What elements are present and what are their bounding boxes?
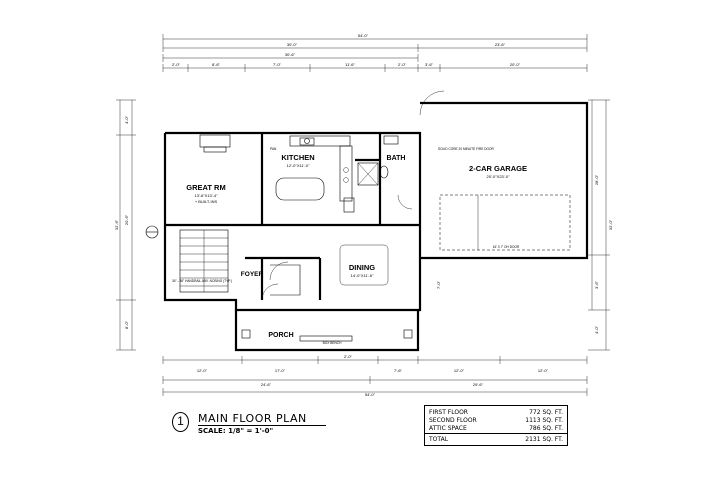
dim-top-garage: 23'-6" <box>495 42 506 47</box>
side-dimension-strings: 4'-0" 20'-6" 8'-0" 32'-6" 28'-0" 32'-0" … <box>114 99 613 351</box>
top-dimension-strings: 54'-0" 30'-0" 23'-6" 30'-6" 2'-0" 8'-6" … <box>162 33 588 72</box>
dim-top-row3-4: 11'-6" <box>345 62 355 67</box>
dim-right-1: 28'-0" <box>594 174 599 185</box>
room-great-rm: GREAT RM <box>186 183 225 192</box>
room-kitchen-dim: 12'-0"X11'-0" <box>287 163 310 168</box>
dim-top-row3-3: 7'-0" <box>273 62 282 67</box>
note-pan: PAN <box>270 147 277 151</box>
dim-top-row3-2: 8'-6" <box>212 62 221 67</box>
fixtures <box>145 90 571 342</box>
area-total-row: TOTAL 2131 SQ. FT. <box>429 436 563 444</box>
area-row-value: 786 SQ. FT. <box>529 425 563 432</box>
area-row-value: 1113 SQ. FT. <box>525 417 563 424</box>
area-row: SECOND FLOOR 1113 SQ. FT. <box>429 417 563 425</box>
room-garage-dim: 20'-0"X23'-0" <box>486 174 510 179</box>
dim-top-row3-5: 2'-0" <box>398 62 407 67</box>
dim-right-3: 4'-0" <box>594 325 599 334</box>
room-great-rm-note: + BUILT-INS <box>195 199 218 204</box>
dim-top-row3-1: 2'-0" <box>172 62 181 67</box>
area-row: ATTIC SPACE 786 SQ. FT. <box>429 425 563 433</box>
dim-bottom-row2-2: 29'-6" <box>473 382 484 387</box>
dim-right-5: 7'-0" <box>436 280 441 289</box>
dim-bottom-3: 2'-0" <box>344 354 353 359</box>
area-total-value: 2131 SQ. FT. <box>525 436 563 443</box>
stairs <box>179 229 229 293</box>
dim-bottom-2: 17'-0" <box>275 368 286 373</box>
area-summary-table: FIRST FLOOR 772 SQ. FT. SECOND FLOOR 111… <box>424 405 568 446</box>
dim-right-2: 32'-0" <box>608 219 613 230</box>
bottom-dimension-strings: 12'-0" 17'-0" 2'-0" 7'-6" 12'-0" 12'-0" … <box>162 354 588 397</box>
room-foyer: FOYER <box>241 271 264 278</box>
plan-title: MAIN FLOOR PLAN <box>198 412 307 425</box>
detail-number-bubble: 1 <box>172 412 189 432</box>
area-total-divider <box>425 433 567 434</box>
dim-left-2: 20'-6" <box>124 214 129 225</box>
dim-bottom-5: 12'-0" <box>454 368 465 373</box>
room-labels: GREAT RM 13'-6"X13'-4" + BUILT-INS KITCH… <box>186 153 527 339</box>
dim-bottom-6: 12'-0" <box>538 368 549 373</box>
area-total-label: TOTAL <box>429 436 449 443</box>
dim-bottom-row2-1: 24'-6" <box>261 382 272 387</box>
area-row-label: ATTIC SPACE <box>429 425 467 432</box>
room-great-rm-dim: 13'-6"X13'-4" <box>194 193 218 198</box>
plan-notes: 16' X 7' OH DOOR SOLID CORE 20 MINUTE FI… <box>172 147 520 345</box>
exterior-walls <box>163 101 589 352</box>
dim-bottom-4: 7'-6" <box>394 368 403 373</box>
area-row-label: FIRST FLOOR <box>429 409 468 416</box>
plan-title-underline <box>198 425 326 426</box>
plan-scale: SCALE: 1/8" = 1'-0" <box>198 427 274 435</box>
drawing-title-block: 1 MAIN FLOOR PLAN SCALE: 1/8" = 1'-0" <box>172 410 342 440</box>
dim-top-house: 30'-0" <box>287 42 298 47</box>
room-dining-dim: 14'-0"X11'-6" <box>351 273 374 278</box>
room-dining: DINING <box>349 263 375 272</box>
note-box-bench: BOX BENCH <box>323 341 342 345</box>
note-fire-door: SOLID CORE 20 MINUTE FIRE DOOR <box>438 147 494 151</box>
note-garage-door: 16' X 7' OH DOOR <box>493 245 520 249</box>
room-porch: PORCH <box>268 332 293 339</box>
room-garage: 2-CAR GARAGE <box>469 164 527 173</box>
room-kitchen: KITCHEN <box>281 153 314 162</box>
dim-overall-top: 54'-0" <box>358 33 369 38</box>
dim-right-4: 3'-6" <box>594 280 599 289</box>
dim-top-row3-6: 3'-6" <box>425 62 434 67</box>
dim-bottom-1: 12'-0" <box>197 368 208 373</box>
dim-bottom-overall: 54'-0" <box>365 392 376 397</box>
area-row: FIRST FLOOR 772 SQ. FT. <box>429 409 563 417</box>
dim-left-1: 4'-0" <box>124 115 129 124</box>
dim-left-4: 32'-6" <box>114 219 119 230</box>
dim-top-row2: 30'-6" <box>285 52 296 57</box>
room-bath: BATH <box>387 155 406 162</box>
dim-left-3: 8'-0" <box>124 320 129 329</box>
area-row-value: 772 SQ. FT. <box>529 409 563 416</box>
dim-top-row3-7: 20'-0" <box>510 62 521 67</box>
area-row-label: SECOND FLOOR <box>429 417 477 424</box>
interior-walls <box>165 133 420 300</box>
note-handrail: 34" - 38" HANDRAIL ABV. NOSING (TYP.) <box>172 279 232 283</box>
